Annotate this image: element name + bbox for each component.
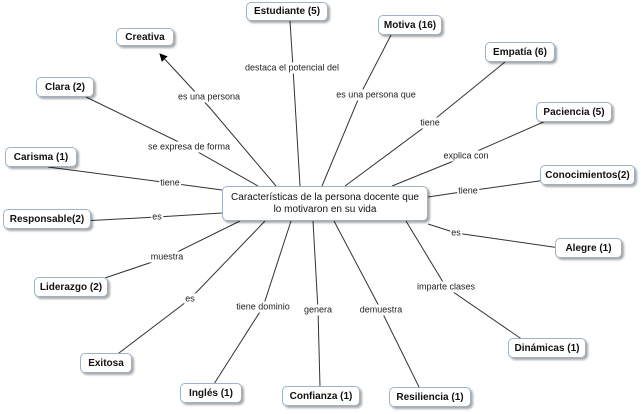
link-label-ingles: tiene dominio <box>235 301 291 313</box>
link-label-motiva: es una persona que <box>335 89 417 101</box>
concept-resiliencia: Resiliencia (1) <box>389 387 471 407</box>
concept-conocimientos: Conocimientos(2) <box>540 165 635 185</box>
link-label-conocimientos: tiene <box>457 185 479 197</box>
link-label-empatia: tiene <box>419 117 441 129</box>
link-label-carisma: tiene <box>159 177 181 189</box>
concept-creativa: Creativa <box>116 28 174 46</box>
concept-confianza: Confianza (1) <box>282 386 360 406</box>
concept-dinamicas: Dinámicas (1) <box>508 338 586 358</box>
link-label-confianza: genera <box>302 304 334 316</box>
link-label-alegre: es <box>450 227 462 239</box>
connector-conocimientos <box>427 179 547 198</box>
concept-exitosa: Exitosa <box>80 353 132 373</box>
connector-alegre <box>427 223 561 249</box>
concept-paciencia: Paciencia (5) <box>536 102 612 122</box>
concept-estudiante: Estudiante (5) <box>246 2 328 21</box>
concept-responsable: Responsable(2) <box>3 209 91 229</box>
link-label-clara: se expresa de forma <box>146 141 232 153</box>
concept-ingles: Inglés (1) <box>180 383 242 403</box>
link-label-exitosa: es <box>184 293 196 305</box>
link-label-dinamicas: imparte clases <box>415 281 477 293</box>
concept-alegre: Alegre (1) <box>555 238 622 258</box>
concept-carisma: Carisma (1) <box>5 147 77 167</box>
concept-clara: Clara (2) <box>36 77 94 97</box>
concept-motiva: Motiva (16) <box>378 15 442 35</box>
connector-dinamicas <box>405 220 524 341</box>
connector-motiva <box>321 34 392 187</box>
link-label-paciencia: explica con <box>442 150 490 162</box>
concept-empatia: Empatía (6) <box>485 42 555 62</box>
link-label-responsable: es <box>151 211 163 223</box>
link-label-resiliencia: demuestra <box>358 304 404 316</box>
link-label-estudiante: destaca el potencial del <box>243 62 341 74</box>
connector-estudiante <box>289 20 301 187</box>
connector-creativa <box>159 53 277 187</box>
connector-carisma <box>47 166 223 191</box>
link-label-creativa: es una persona <box>176 91 242 103</box>
concept-liderazgo: Liderazgo (2) <box>34 277 108 297</box>
link-label-liderazgo: muestra <box>149 251 185 263</box>
connector-exitosa <box>114 220 266 357</box>
connector-liderazgo <box>101 220 241 280</box>
central-concept: Características de la persona docente qu… <box>222 186 428 221</box>
